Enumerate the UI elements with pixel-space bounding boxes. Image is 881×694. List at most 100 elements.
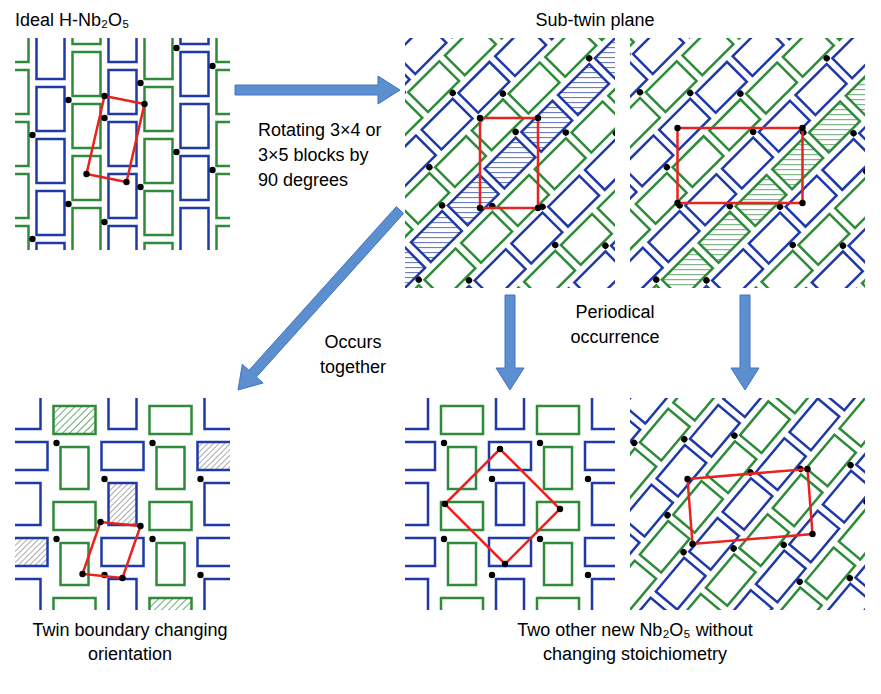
tetrahedral-site <box>414 275 423 284</box>
block <box>682 38 733 75</box>
tetrahedral-site <box>822 54 831 63</box>
tetrahedral-site <box>862 498 865 507</box>
block <box>37 191 65 235</box>
tetrahedral-site <box>65 201 71 207</box>
tetrahedral-site <box>537 440 543 446</box>
block <box>15 538 48 566</box>
cell-corner <box>535 205 541 211</box>
block-arrow <box>238 207 404 390</box>
tetrahedral-site <box>846 461 855 470</box>
tetrahedral-site <box>149 440 155 446</box>
tetrahedral-site <box>729 544 738 553</box>
block <box>544 447 572 489</box>
block <box>806 435 856 487</box>
block <box>217 174 231 218</box>
tetrahedral-site <box>652 275 661 284</box>
tetrahedral-site <box>209 167 215 173</box>
cell-corner <box>799 125 805 131</box>
structure-panel <box>630 398 865 610</box>
arrow-label: Occurs together <box>308 330 398 380</box>
block <box>789 398 839 450</box>
block <box>109 226 137 250</box>
tetrahedral-site <box>612 129 615 138</box>
unit-cell <box>480 118 538 208</box>
block <box>630 98 660 149</box>
block <box>217 226 231 250</box>
tetrahedral-site <box>209 63 215 69</box>
tetrahedral-site <box>137 80 143 86</box>
block <box>690 405 740 457</box>
arrow-label: Rotating 3×4 or 3×5 blocks by 90 degrees <box>258 118 386 193</box>
block <box>521 101 572 152</box>
tetrahedral-site <box>601 241 610 250</box>
block <box>15 122 29 166</box>
block <box>461 212 512 263</box>
block <box>157 543 185 585</box>
block <box>786 176 837 227</box>
tetrahedral-site <box>849 129 858 138</box>
block <box>405 442 435 470</box>
tetrahedral-site <box>630 438 639 447</box>
block <box>558 64 609 115</box>
cell-corner <box>674 125 680 131</box>
tetrahedral-site <box>489 476 495 482</box>
block <box>846 65 865 116</box>
block <box>798 214 849 265</box>
tetrahedral-site <box>702 276 711 285</box>
block <box>537 406 579 434</box>
block <box>150 502 192 530</box>
block <box>839 508 865 560</box>
cell-corner <box>689 541 695 547</box>
block <box>823 471 865 523</box>
tetrahedral-site <box>795 577 804 586</box>
block <box>544 543 572 585</box>
block <box>673 481 723 533</box>
block <box>405 285 439 288</box>
block <box>411 211 462 262</box>
tetrahedral-site <box>730 431 739 440</box>
block <box>772 587 822 610</box>
block <box>772 138 823 189</box>
block <box>840 398 865 447</box>
block <box>145 139 173 183</box>
block <box>835 177 865 228</box>
block <box>707 441 757 493</box>
tetrahedral-site <box>561 128 570 137</box>
block <box>585 139 615 190</box>
tetrahedral-site <box>441 536 447 542</box>
block <box>181 208 209 250</box>
block <box>448 174 499 225</box>
block <box>102 442 144 470</box>
block <box>630 525 639 577</box>
arrow-shape <box>235 76 400 104</box>
block <box>672 594 722 610</box>
tetrahedral-site <box>137 184 143 190</box>
cell-corner <box>79 571 85 577</box>
tetrahedral-site <box>173 45 179 51</box>
tetrahedral-site <box>488 202 497 211</box>
tetrahedral-site <box>630 50 632 59</box>
block <box>109 579 137 610</box>
tetrahedral-site <box>53 536 59 542</box>
block <box>445 38 496 75</box>
block <box>712 249 763 288</box>
block <box>405 38 446 74</box>
block <box>405 579 428 610</box>
arrow-shape <box>238 207 404 390</box>
block <box>157 447 185 489</box>
tetrahedral-site <box>585 476 591 482</box>
cell-corner <box>477 115 483 121</box>
arrow-shape <box>496 295 524 390</box>
block <box>537 598 579 610</box>
block <box>511 212 562 263</box>
block <box>54 598 96 610</box>
tetrahedral-site <box>425 163 434 172</box>
block-arrow <box>496 295 524 390</box>
block <box>675 286 726 288</box>
block <box>812 251 863 288</box>
tetrahedral-site <box>585 54 594 63</box>
block <box>709 99 760 150</box>
block <box>15 398 41 429</box>
block <box>862 252 865 288</box>
